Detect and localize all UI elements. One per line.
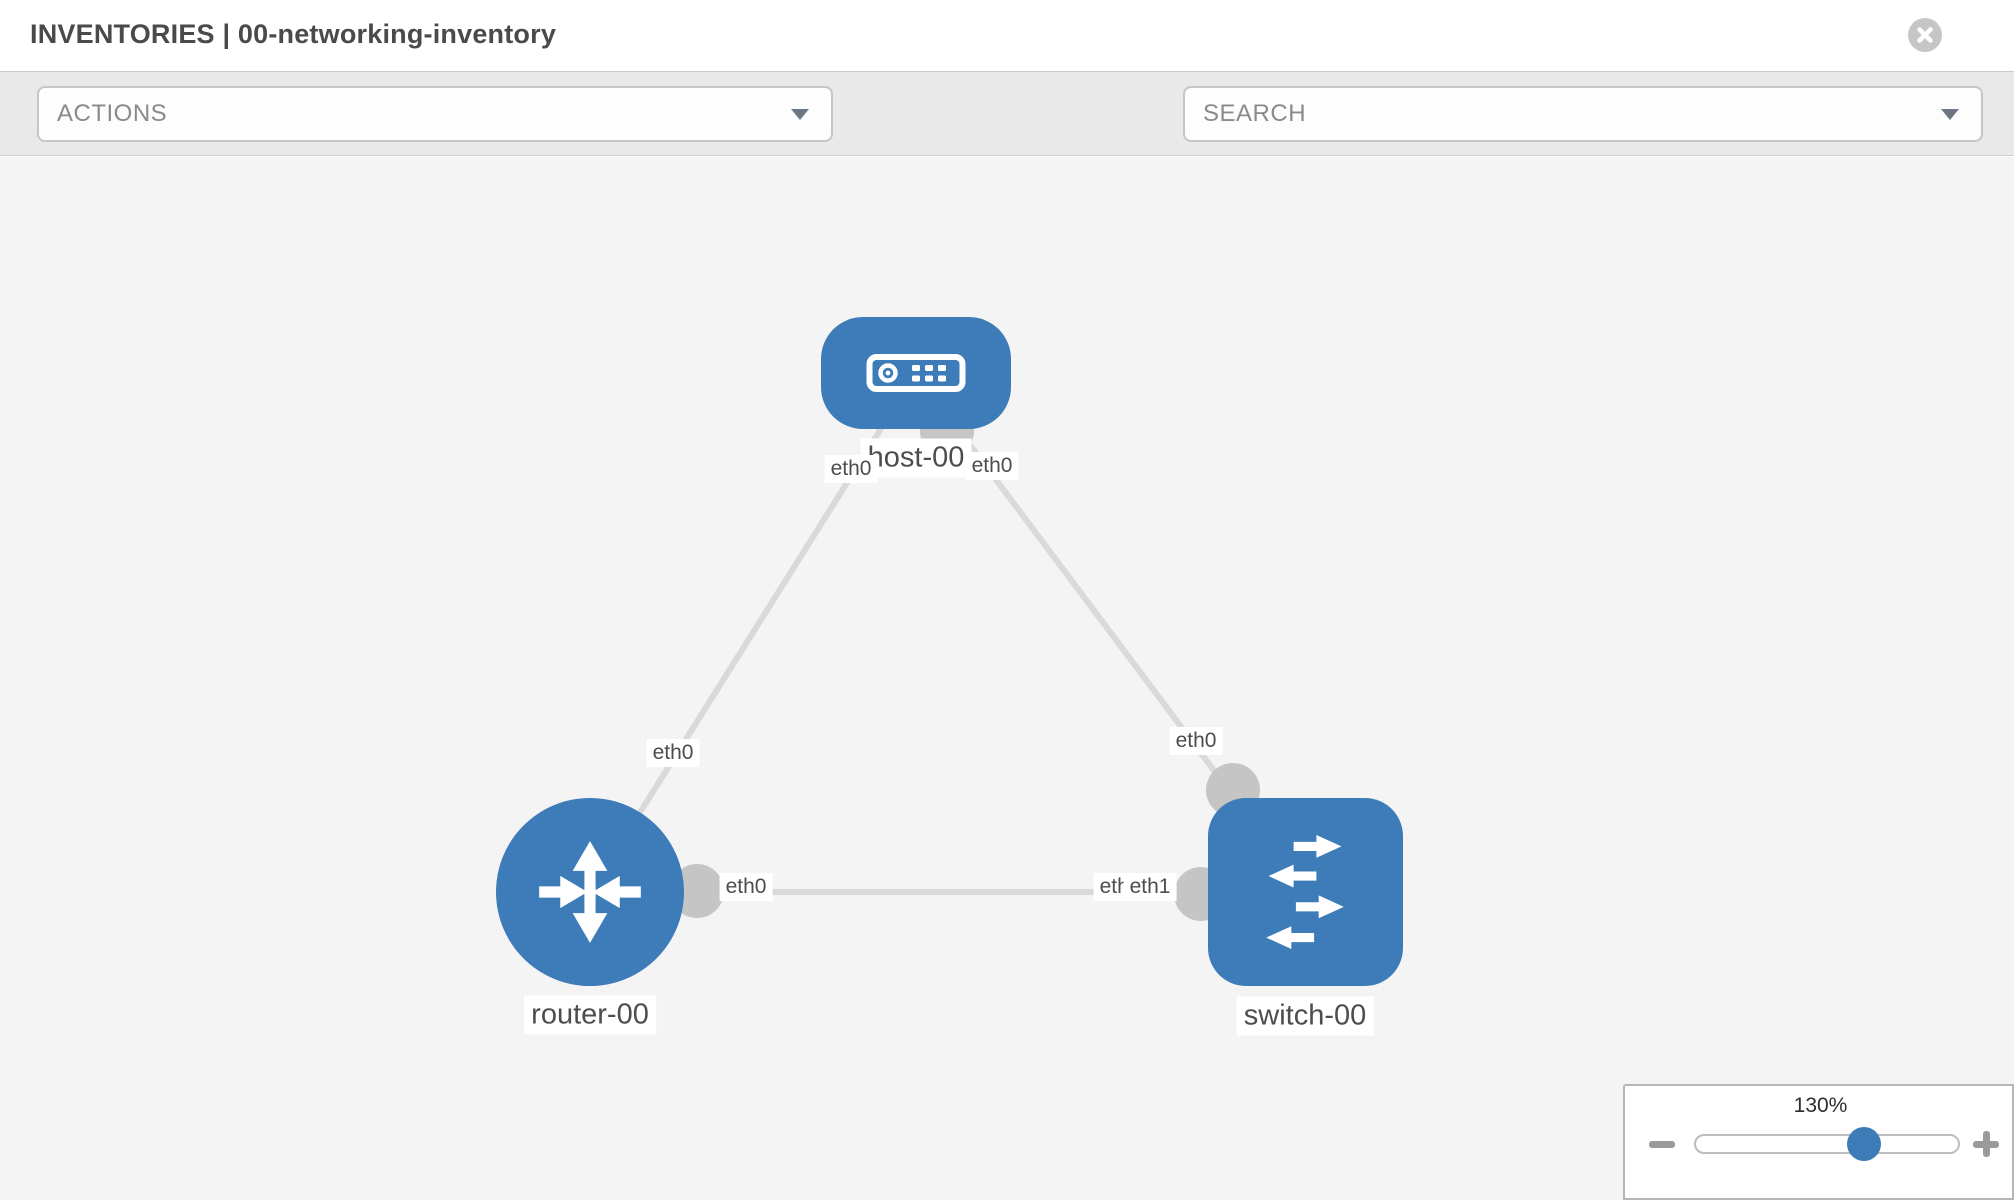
actions-dropdown[interactable]: ACTIONS [37,86,833,142]
zoom-in-button[interactable] [1969,1127,2003,1161]
links-layer [587,371,1308,921]
interface-label: eth0 [719,873,773,901]
search-dropdown-label: SEARCH [1203,100,1307,127]
host-icon [866,354,966,392]
header: INVENTORIES | 00-networking-inventory [0,0,2014,72]
actions-dropdown-label: ACTIONS [57,100,168,127]
interface-label: eth0 [1169,727,1223,755]
toolbar: ACTIONS SEARC [0,72,2014,205]
node-label-router-00: router-00 [524,995,656,1035]
interface-label: eth0 [824,455,878,483]
zoom-slider-track[interactable] [1694,1134,1960,1154]
node-label-switch-00: switch-00 [1236,996,1374,1036]
topology-canvas[interactable]: host-00 router-00 switch-00 eth0 eth0 eth0 eth… [0,157,2014,1200]
router-icon [539,841,641,943]
close-icon [1917,27,1933,43]
interface-label: eth0 [646,739,700,767]
close-button[interactable] [1908,18,1942,52]
search-dropdown[interactable]: SEARCH [1183,86,1983,142]
node-label-host-00: host-00 [860,438,972,478]
node-host-00[interactable] [821,317,1011,429]
plus-icon [1973,1131,1999,1157]
zoom-slider-knob[interactable] [1847,1127,1882,1161]
zoom-out-button[interactable] [1645,1127,1679,1161]
zoom-level-value: 130% [1793,1094,1848,1117]
interface-label: eth0 [965,452,1019,480]
chevron-down-icon [791,109,809,120]
port-dot [670,864,724,918]
interface-label: eth1 [1123,873,1177,901]
node-switch-00[interactable] [1207,798,1403,986]
page-title: INVENTORIES | 00-networking-inventory [30,19,557,49]
minus-icon [1649,1140,1675,1148]
chevron-down-icon [1941,109,1959,120]
zoom-panel: 130% [1623,1084,2014,1200]
node-router-00[interactable] [496,798,684,986]
switch-icon [1266,835,1344,949]
